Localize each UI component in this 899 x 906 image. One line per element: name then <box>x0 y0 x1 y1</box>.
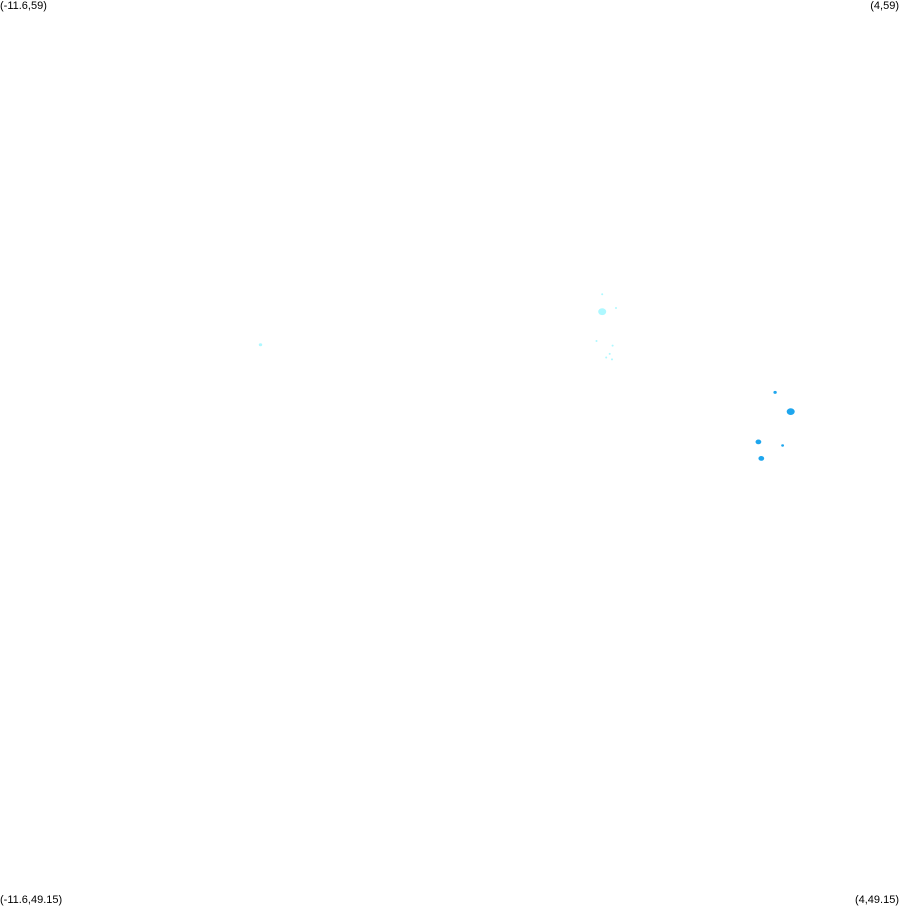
map-feature-west-speck <box>258 343 263 347</box>
map-feature-central-speck-2 <box>615 307 617 309</box>
map-feature-east-speck-2 <box>781 444 784 447</box>
map-feature-central-blob <box>598 308 607 316</box>
map-feature-central-speck-4 <box>611 344 614 347</box>
map-feature-east-blob-1 <box>786 408 795 415</box>
map-feature-central-speck-3 <box>595 340 598 342</box>
map-feature-central-speck-7 <box>611 358 613 361</box>
corner-label-bottom-left: (-11.6,49.15) <box>0 894 63 906</box>
map-feature-central-speck-1 <box>601 293 604 296</box>
map-feature-east-blob-2 <box>755 439 762 445</box>
map-feature-east-speck-1 <box>773 390 777 394</box>
map-feature-central-speck-5 <box>608 352 611 355</box>
corner-label-bottom-right: (4,49.15) <box>854 894 899 906</box>
map-feature-east-blob-3 <box>758 456 765 461</box>
map-feature-central-speck-6 <box>605 356 608 359</box>
corner-label-top-right: (4,59) <box>870 0 899 12</box>
corner-label-top-left: (-11.6,59) <box>0 0 47 12</box>
